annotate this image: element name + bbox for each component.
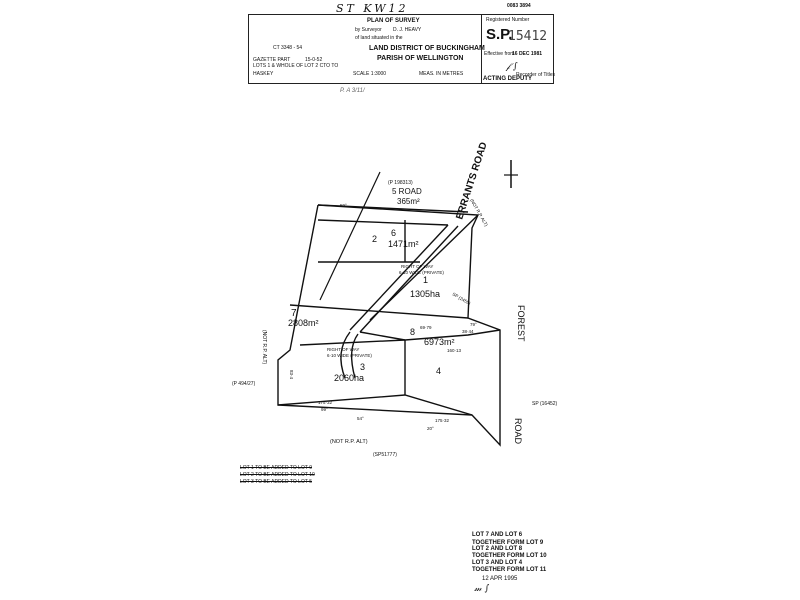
title-block: PLAN OF SURVEY by Surveyor D. J. HEAVY o… xyxy=(248,14,554,84)
registration-label: Registered Number xyxy=(486,17,530,23)
land-prefix: of land situated in the xyxy=(355,35,403,41)
left-note-3: HASKEY xyxy=(253,71,274,77)
sp-bottom: (SP51777) xyxy=(373,452,397,458)
signature-mark: 𝒻 ∫ xyxy=(506,62,518,72)
amend-note-3: LOT 2 AND LOT 8 xyxy=(472,546,523,552)
amend-note-6: TOGETHER FORM LOT 11 xyxy=(472,567,547,573)
dim-20: 20° xyxy=(427,426,434,431)
bottom-boundary xyxy=(277,404,473,416)
lot6-label: 6 xyxy=(391,228,396,238)
row-edge-2 xyxy=(359,225,459,333)
dim-175-32b: 175·32 xyxy=(435,418,450,423)
corner-number: 0083 3894 xyxy=(507,3,531,9)
lot2-label: 2 xyxy=(372,234,377,244)
dim-69-79: 69·79 xyxy=(420,325,432,330)
dim-38-44: 38·44 xyxy=(462,329,474,334)
sp-right: SP (16452) xyxy=(532,401,558,407)
scale: SCALE 1:3000 xyxy=(353,71,387,77)
dim-175-32: 175·32 xyxy=(318,400,333,405)
lot8-label: 8 xyxy=(410,327,415,337)
row-label-1: RIGHT OF WAY xyxy=(401,264,433,269)
lot1-label: 1 xyxy=(423,275,428,285)
not-rp-top: (NOT R.P. ALT) xyxy=(469,198,489,228)
dim-54: 54° xyxy=(357,416,364,421)
handwritten-title: ST KW12 xyxy=(336,2,409,15)
row-label-2: 6·10 WIDE (PRIVATE) xyxy=(399,270,444,275)
cancel-note-2: LOT 2 TO BE ADDED TO LOT 10 xyxy=(240,472,315,478)
dim-160-13: 160·13 xyxy=(447,348,462,353)
amend-signature: 𝓂 ∫ xyxy=(474,584,490,594)
amend-note-5: LOT 3 AND LOT 4 xyxy=(472,560,523,566)
lot3-label: 3 xyxy=(360,362,365,372)
parish: PARISH OF WELLINGTON xyxy=(377,55,464,62)
measurement-units: MEAS. IN METRES xyxy=(419,71,464,77)
lot5-lower xyxy=(317,219,449,226)
lot5-label: 5 ROAD xyxy=(392,187,422,196)
lot5-area: 365m² xyxy=(397,197,420,206)
row2-label-2: 6·10 WIDE (PRIVATE) xyxy=(327,353,372,358)
registration-block: Registered Number S.P. 15412 Effective f… xyxy=(481,14,556,84)
handwritten-initials: P. A 3/11/ xyxy=(340,88,365,94)
lot8-area: 6973m² xyxy=(424,337,455,347)
dim-79: 79° xyxy=(470,322,477,327)
lot5-boundary xyxy=(317,204,469,213)
sp-left: (P 494/27) xyxy=(232,381,256,387)
effective-date: 16 DEC 1981 xyxy=(512,51,543,57)
surveyor-name: D. J. HEAVY xyxy=(393,27,422,33)
lot7-area: 2808m² xyxy=(288,318,319,328)
recorder-label: Recorder of Titles xyxy=(516,72,556,78)
amend-date: 12 APR 1995 xyxy=(482,576,518,582)
lot78-line xyxy=(289,304,469,319)
ref-line: CT 3348 - 54 xyxy=(273,45,303,51)
not-rp-left: (NOT R.P. ALT) xyxy=(261,330,267,365)
dim-83-4: 83·4 xyxy=(289,370,294,380)
left-note-1: GAZETTE PART xyxy=(253,57,291,63)
road-top-label: ERRANTS ROAD xyxy=(454,141,489,221)
registration-prefix: S.P. xyxy=(486,26,513,43)
registration-number: 15412 xyxy=(508,29,548,44)
amend-note-1: LOT 7 AND LOT 6 xyxy=(472,532,523,538)
lot6-area: 1471m² xyxy=(388,239,419,249)
lot7-label: 7 xyxy=(291,308,297,319)
left-date: 15-0-52 xyxy=(305,57,323,63)
lot5-ref: (P 198313) xyxy=(388,180,413,186)
row-edge-1 xyxy=(349,224,449,331)
dim-59: 59° xyxy=(340,203,347,208)
outer-boundary xyxy=(277,204,501,447)
amend-note-2: TOGETHER FORM LOT 9 xyxy=(472,540,544,546)
amend-note-4: TOGETHER FORM LOT 10 xyxy=(472,553,547,559)
dim-91: 99° xyxy=(321,407,328,412)
plan-title: PLAN OF SURVEY xyxy=(367,18,420,24)
land-district: LAND DISTRICT OF BUCKINGHAM xyxy=(369,45,485,52)
cancel-note-1: LOT 1 TO BE ADDED TO LOT 9 xyxy=(240,465,312,471)
row2-label-1: RIGHT OF WAY xyxy=(327,347,359,352)
acting-deputy: ACTING DEPUTY xyxy=(483,76,533,82)
cancel-note-3: LOT 3 TO BE ADDED TO LOT 5 xyxy=(240,479,312,485)
lot3-area: 2060ha xyxy=(334,373,364,383)
lot8-boundary xyxy=(359,329,501,341)
row-lower-curve xyxy=(340,331,351,379)
row-lower-curve-2 xyxy=(350,333,359,379)
road-right-label-2: ROAD xyxy=(513,418,523,445)
effective-label: Effective from xyxy=(484,51,515,57)
lot1-area: 1305ha xyxy=(410,289,440,299)
left-note-2: LOTS 1 & WHOLE OF LOT 2 CTO TO xyxy=(253,63,339,69)
lot7-lower xyxy=(299,339,406,346)
errants-road-edge xyxy=(319,171,381,301)
not-rp-bottom: (NOT R.P. ALT) xyxy=(330,439,368,445)
lot4-label: 4 xyxy=(436,366,441,376)
road-right-label: FOREST xyxy=(516,305,526,342)
surveyor-prefix: by Surveyor xyxy=(355,27,382,33)
